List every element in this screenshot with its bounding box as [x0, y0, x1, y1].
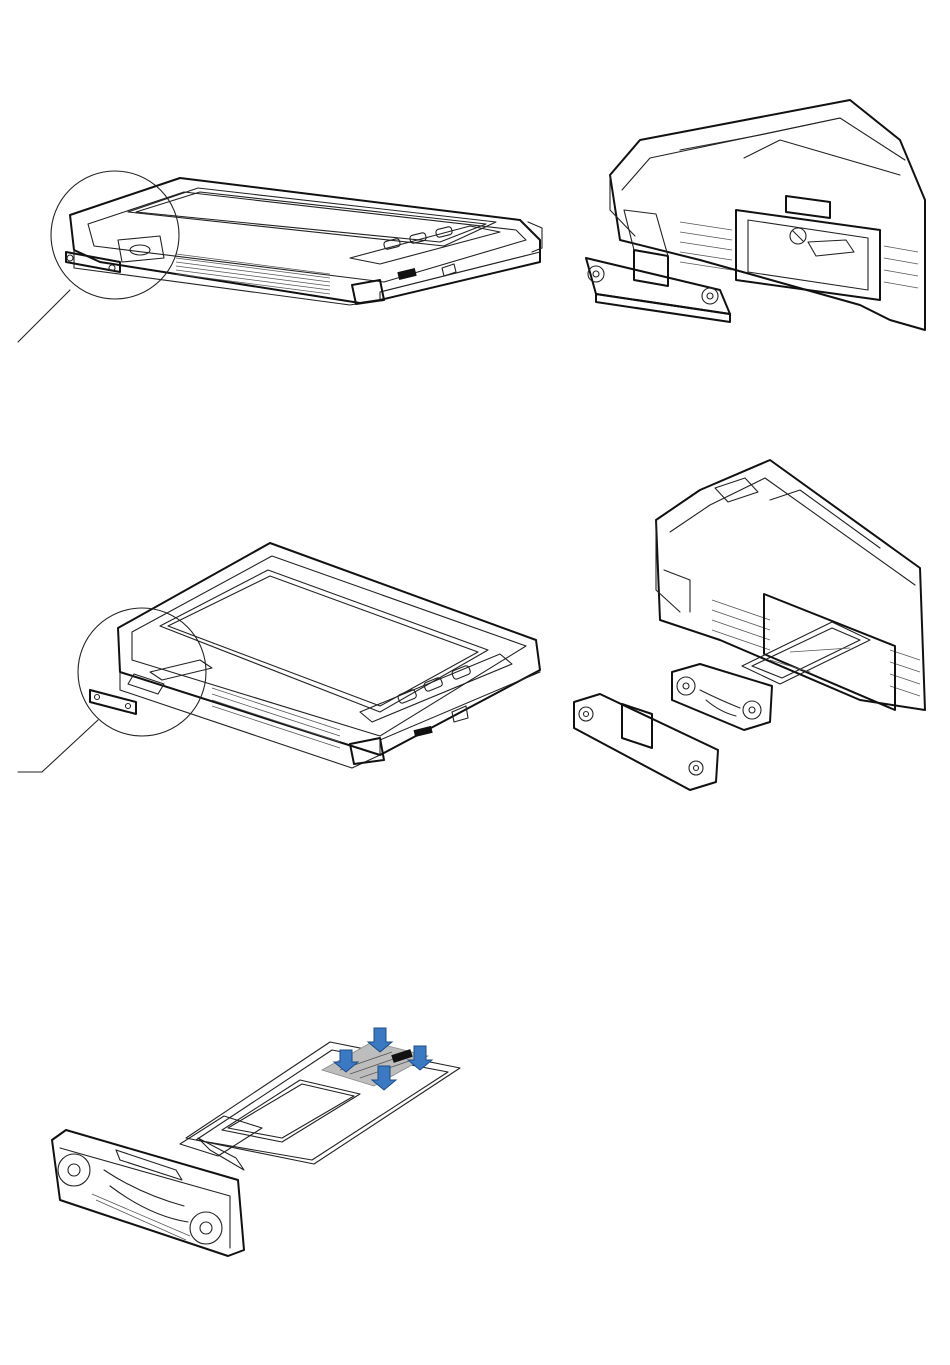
tablet-overview-step2 [18, 543, 540, 772]
detail-step1 [586, 100, 925, 330]
callout-arrow [18, 720, 98, 772]
sim-tray-step3 [52, 1028, 460, 1256]
callout-arrow [18, 290, 70, 342]
tablet-overview-step1 [18, 171, 542, 342]
detail-step2 [574, 460, 925, 790]
